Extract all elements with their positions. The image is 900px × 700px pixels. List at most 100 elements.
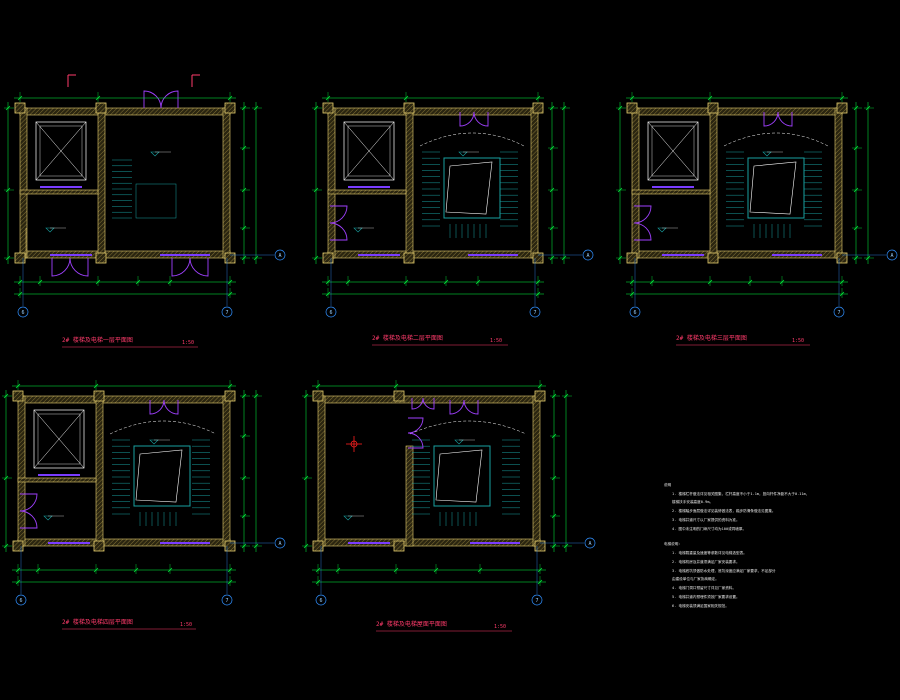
plan-scale: 1:50	[180, 622, 192, 628]
door-leaf	[19, 510, 38, 529]
grid-label: 6	[21, 310, 24, 316]
title-plan-2: 2# 楼梯及电梯二层平面图 1:50	[372, 334, 508, 346]
column	[95, 252, 107, 264]
plan-title: 2# 楼梯及电梯三层平面图	[676, 334, 747, 342]
column	[14, 102, 26, 114]
plan-1: 6 7 A	[4, 74, 286, 318]
note-line: 1. 电梯载重量及速度等参数详见电梯选型表。	[672, 550, 747, 555]
note-line: 4. 图中未注明的门垛尺寸均为100或同墙厚。	[672, 526, 746, 531]
level-marker	[657, 227, 667, 233]
plan-title: 2# 楼梯及电梯屋面平面图	[376, 620, 447, 628]
wall-segment	[532, 395, 541, 547]
column	[626, 252, 638, 264]
column	[93, 540, 105, 552]
note-line: 2. 楼梯踏步面层做法详见装修做法表，踏步防滑条做法见图集。	[672, 508, 776, 513]
door-leaf	[777, 111, 793, 127]
title-plan-5: 2# 楼梯及电梯屋面平面图 1:50	[376, 620, 512, 632]
grid-label: A	[278, 253, 281, 259]
note-line: 2. 电梯机房及井道须满足厂家安装要求。	[672, 559, 740, 564]
wall-segment	[709, 107, 718, 259]
general-notes: 说明 1. 楼梯栏杆做法详见相关图集，栏杆高度不小于1.1m，竖向杆件净距不大于…	[664, 482, 809, 608]
wall-segment	[327, 107, 539, 116]
stair-well	[133, 445, 191, 507]
grid-bubble	[529, 306, 541, 318]
wall-segment	[405, 445, 414, 547]
wall-segment	[405, 107, 414, 259]
column	[393, 390, 405, 402]
grid-bubble	[15, 594, 27, 606]
wall-segment	[631, 107, 843, 116]
stair-well-outline	[435, 449, 483, 503]
elevator-car	[39, 125, 83, 177]
door-leaf	[407, 432, 424, 449]
column	[836, 102, 848, 114]
door-leaf	[329, 222, 348, 241]
wall-segment	[631, 107, 640, 259]
plan-scale: 1:50	[490, 338, 502, 344]
column	[224, 252, 236, 264]
column	[224, 540, 236, 552]
door-leaf	[189, 257, 209, 277]
column	[224, 390, 236, 402]
wall-segment	[17, 395, 231, 404]
elevator-shaft	[33, 409, 85, 469]
wall-segment	[834, 107, 843, 259]
column	[836, 252, 848, 264]
plan-title: 2# 楼梯及电梯四层平面图	[62, 618, 133, 626]
elevator-cross	[35, 121, 87, 181]
grid-bubble	[833, 306, 845, 318]
column	[534, 390, 546, 402]
level-marker	[43, 515, 53, 521]
door-leaf	[407, 417, 424, 434]
grid-label: 6	[19, 598, 22, 604]
elevator-shaft	[343, 121, 395, 181]
door-leaf	[51, 257, 71, 277]
grid-label: 6	[329, 310, 332, 316]
wall-segment	[19, 189, 99, 195]
grid-bubble	[221, 594, 233, 606]
column	[393, 540, 405, 552]
level-marker	[150, 151, 160, 157]
elevator-car	[37, 413, 81, 465]
grid-label: 6	[633, 310, 636, 316]
grid-bubble	[274, 537, 286, 549]
wall-segment	[317, 395, 326, 547]
wall-segment	[631, 189, 711, 195]
column	[224, 102, 236, 114]
title-plan-3: 2# 楼梯及电梯三层平面图 1:50	[676, 334, 810, 346]
column	[532, 252, 544, 264]
notes-heading: 说明	[664, 482, 672, 487]
note-line: 4. 电梯门洞口预留尺寸详见厂家资料。	[672, 585, 736, 590]
column	[403, 102, 415, 114]
level-marker	[45, 227, 55, 233]
level-marker	[454, 439, 464, 445]
wall-segment	[97, 107, 106, 259]
door-leaf	[163, 399, 179, 415]
column	[626, 102, 638, 114]
wall-segment	[530, 107, 539, 259]
wall-segment	[222, 395, 231, 547]
column	[707, 102, 719, 114]
elevator-car	[651, 125, 695, 177]
stair-well-outline	[445, 161, 493, 215]
elevator-shaft	[35, 121, 87, 181]
column	[312, 390, 324, 402]
plan-title: 2# 楼梯及电梯二层平面图	[372, 334, 443, 342]
grid-bubble	[584, 537, 596, 549]
wall-segment	[317, 395, 541, 404]
door-leaf	[143, 90, 162, 109]
door-leaf	[633, 222, 652, 241]
grid-bubble	[274, 249, 286, 261]
stair-path-arc	[723, 132, 829, 147]
grid-label: A	[586, 253, 589, 259]
stair-path-arc	[409, 420, 527, 435]
note-line: 3. 电梯井道尺寸以厂家提供的资料为准。	[672, 517, 740, 522]
grid-bubble	[886, 249, 898, 261]
grid-bubble	[221, 306, 233, 318]
column	[532, 102, 544, 114]
grid-label: 7	[225, 310, 228, 316]
